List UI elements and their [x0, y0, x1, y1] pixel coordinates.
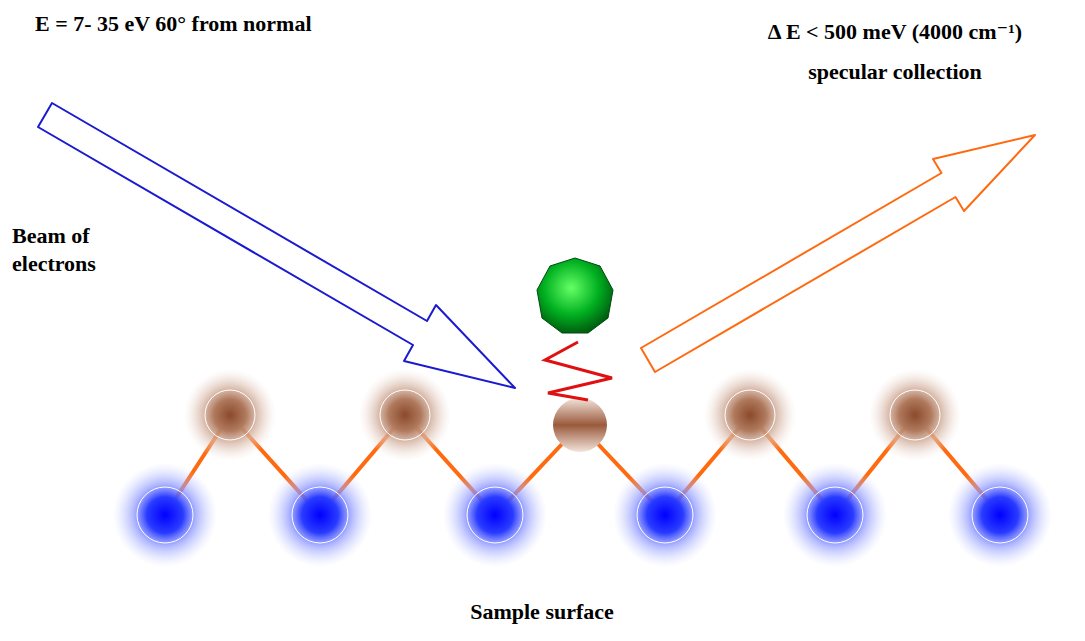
surface-atoms — [184, 369, 961, 461]
scattered-beam-arrow — [641, 135, 1035, 372]
annotation-label: Sample surface — [470, 598, 614, 626]
annotation-label: Beam of electrons — [12, 222, 132, 277]
adsorbate-atom — [537, 258, 613, 333]
annotation-label: specular collection — [808, 58, 982, 86]
incident-beam-arrow — [38, 103, 515, 388]
vibration-spring — [545, 342, 612, 400]
substrate-atoms — [113, 463, 1052, 567]
adsorption-site — [553, 398, 607, 452]
annotation-label: Δ E < 500 meV (4000 cm⁻¹) — [768, 18, 1022, 46]
annotation-label: E = 7- 35 eV 60° from normal — [35, 10, 312, 38]
